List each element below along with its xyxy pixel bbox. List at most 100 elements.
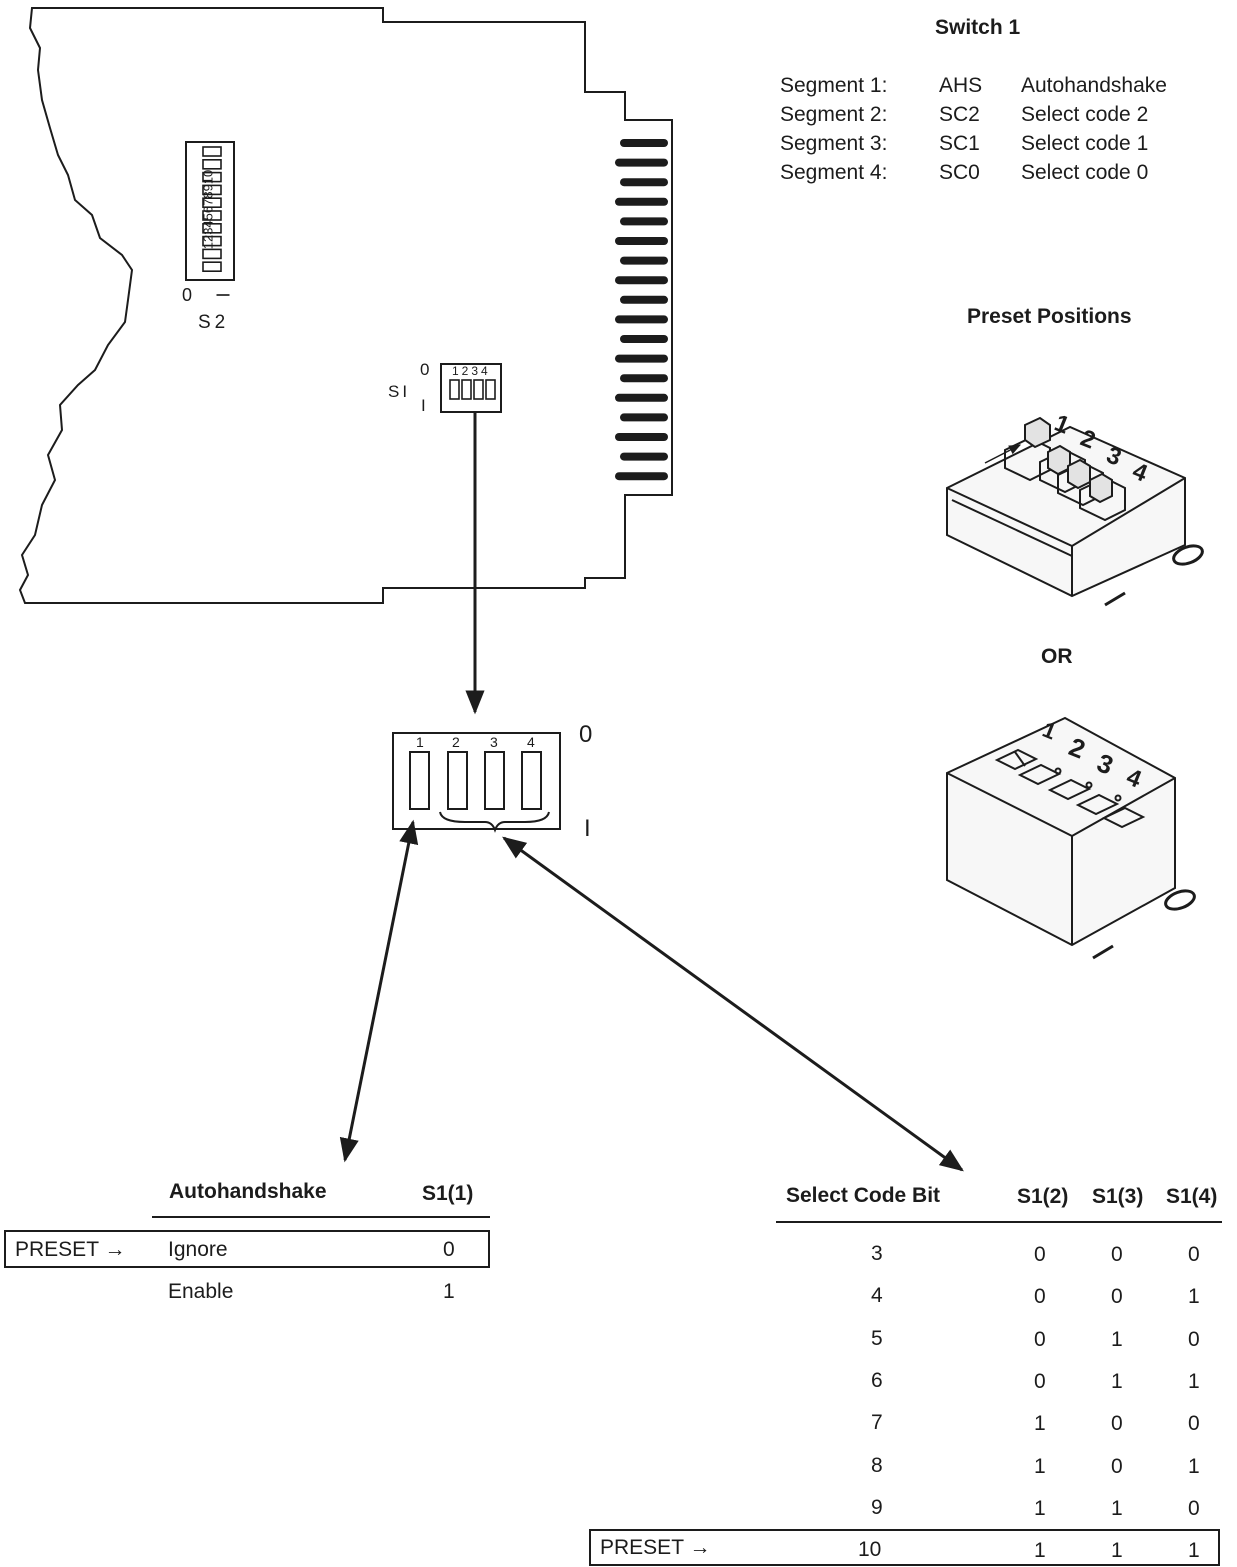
s1-one-label: I xyxy=(421,396,426,415)
select-code-bit: 1 xyxy=(1111,1496,1123,1520)
s2-segment xyxy=(202,210,222,221)
segment-code: SC1 xyxy=(939,132,980,155)
segment-description: Select code 0 xyxy=(1021,161,1149,184)
select-code-bit: 0 xyxy=(1034,1243,1046,1266)
connector-finger xyxy=(620,335,668,343)
connector-finger xyxy=(620,374,668,383)
interface-card-outline xyxy=(18,7,673,604)
segment-label: Segment 4: xyxy=(780,161,888,184)
segment-code: AHS xyxy=(939,74,983,97)
s2-one-label: I xyxy=(212,292,233,298)
s2-segment xyxy=(202,159,222,170)
s2-zero-label: 0 xyxy=(182,285,193,305)
preset2-zero-mark xyxy=(1164,889,1196,911)
s2-segment xyxy=(202,223,222,234)
autohandshake-row-ignore-value: 0 xyxy=(443,1238,455,1261)
connector-finger xyxy=(620,178,668,187)
enlarged-seg-2: 2 xyxy=(452,734,460,750)
enlarged-segment xyxy=(447,751,468,810)
select-code-value: 7 xyxy=(871,1411,883,1435)
select-code-bit: 0 xyxy=(1034,1327,1046,1351)
select-code-bit: 1 xyxy=(1034,1539,1046,1563)
s2-segment xyxy=(202,184,222,196)
autohandshake-row-enable-label: Enable xyxy=(168,1280,234,1303)
s2-segment xyxy=(202,146,222,157)
select-code-bit: 0 xyxy=(1111,1243,1123,1266)
select-code-bit: 1 xyxy=(1111,1539,1123,1563)
select-code-bit: 0 xyxy=(1111,1454,1123,1478)
preset1-zero-mark xyxy=(1172,544,1204,566)
select-code-value: 8 xyxy=(871,1453,883,1477)
select-code-bit: 1 xyxy=(1188,1454,1200,1478)
segment-label: Segment 1: xyxy=(780,74,888,97)
preset-switch-rocker xyxy=(946,416,1186,598)
connector-finger xyxy=(620,413,668,422)
enlarged-zero-label: 0 xyxy=(579,721,593,748)
s1-label: SI xyxy=(388,382,411,401)
select-code-bit: 1 xyxy=(1034,1454,1046,1478)
select-code-bit: 0 xyxy=(1111,1412,1123,1436)
enlarged-one-label: I xyxy=(584,815,591,842)
s2-switch-body xyxy=(185,141,235,281)
select-code-value: 6 xyxy=(871,1368,883,1392)
select-code-col-header-s1-2: S1(2) xyxy=(1017,1185,1069,1208)
autohandshake-col-header: S1(1) xyxy=(422,1182,474,1205)
connector-finger xyxy=(615,237,668,245)
preset-positions-title: Preset Positions xyxy=(967,305,1132,328)
enlarged-segment xyxy=(484,751,505,810)
select-code-bit: 0 xyxy=(1188,1412,1200,1436)
s1-segment xyxy=(473,379,484,400)
select-code-bit: 0 xyxy=(1188,1327,1200,1351)
select-code-bit: 1 xyxy=(1034,1412,1046,1436)
segment-brace xyxy=(439,811,550,833)
autohandshake-preset-box xyxy=(4,1230,490,1268)
connector-finger xyxy=(620,452,668,461)
arrow-to-select-code xyxy=(502,836,964,1172)
segment-label: Segment 3: xyxy=(780,132,888,155)
switch1-title: Switch 1 xyxy=(935,16,1021,39)
preset-or-label: OR xyxy=(1041,645,1073,668)
autohandshake-header: Autohandshake xyxy=(169,1180,327,1203)
segment-description: Select code 1 xyxy=(1021,132,1149,155)
s2-numbers: 12345678910 xyxy=(200,169,216,250)
select-code-bit: 1 xyxy=(1188,1539,1200,1563)
select-code-header: Select Code Bit xyxy=(786,1184,941,1207)
connector-finger xyxy=(615,472,668,481)
s2-label: S2 xyxy=(198,312,230,333)
connector-finger xyxy=(615,433,668,441)
select-code-bit: 1 xyxy=(1188,1369,1200,1393)
select-code-col-header-s1-3: S1(3) xyxy=(1092,1185,1144,1208)
preset1-one-mark xyxy=(1104,591,1126,607)
connector-finger xyxy=(615,393,668,402)
preset-switch-slide xyxy=(946,716,1176,947)
enlarged-seg-1: 1 xyxy=(416,734,424,750)
select-code-bit: 0 xyxy=(1188,1243,1200,1266)
s1-zero-label: 0 xyxy=(420,360,430,379)
select-code-value: 9 xyxy=(871,1495,883,1519)
edge-connector xyxy=(615,139,668,481)
select-code-bit: 1 xyxy=(1111,1369,1123,1393)
connector-finger xyxy=(615,158,668,167)
segment-description: Select code 2 xyxy=(1021,103,1149,126)
connector-finger xyxy=(615,276,668,285)
enlarged-segment xyxy=(409,751,430,810)
connector-finger xyxy=(615,354,668,363)
autohandshake-row-enable-value: 1 xyxy=(443,1280,455,1303)
select-code-bit: 0 xyxy=(1111,1285,1123,1309)
select-code-bit: 1 xyxy=(1034,1496,1046,1520)
select-code-value: 4 xyxy=(871,1284,883,1308)
select-code-bit: 0 xyxy=(1034,1285,1046,1309)
arrow-to-autohandshake xyxy=(339,819,419,1163)
select-code-bit: 1 xyxy=(1111,1327,1123,1351)
segment-code: SC0 xyxy=(939,161,980,184)
enlarged-seg-4: 4 xyxy=(527,734,535,750)
select-code-value: 5 xyxy=(871,1326,883,1350)
connector-finger xyxy=(620,217,668,226)
autohandshake-row-ignore-label: Ignore xyxy=(168,1238,228,1261)
s2-segment xyxy=(202,197,222,208)
segment-code: SC2 xyxy=(939,103,980,126)
s1-segment xyxy=(449,379,460,400)
select-code-preset-box xyxy=(589,1529,1220,1566)
s2-segment xyxy=(202,261,222,273)
select-code-value: 10 xyxy=(858,1538,882,1562)
